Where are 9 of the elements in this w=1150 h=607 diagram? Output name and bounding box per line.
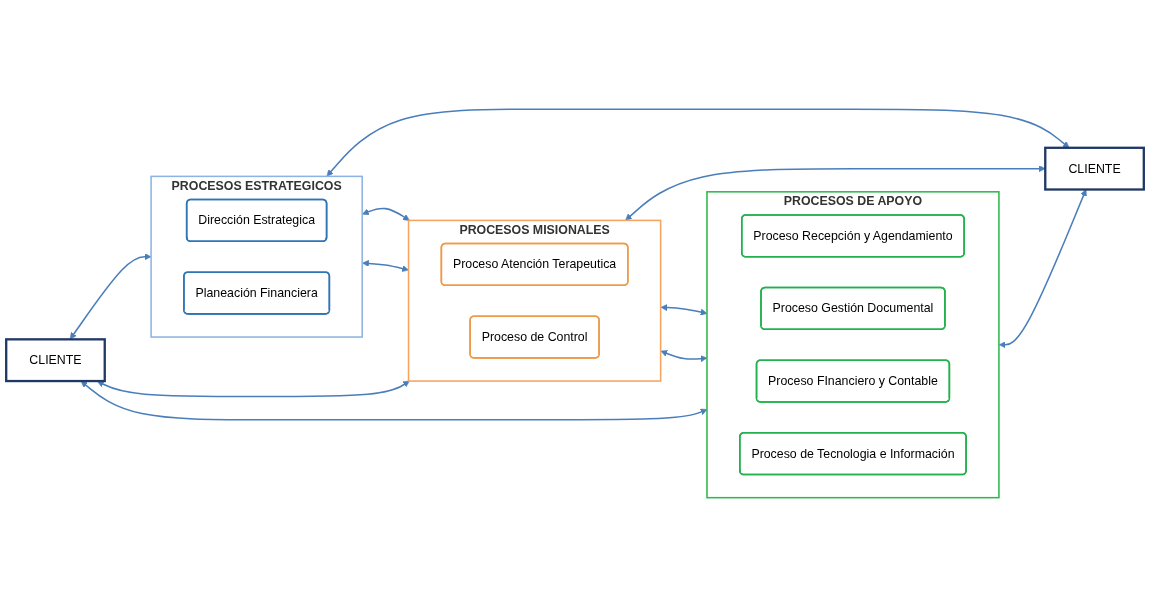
- arrow: [625, 165, 1046, 221]
- arrow: [998, 189, 1087, 349]
- node-box: CLIENTE: [1044, 146, 1145, 191]
- arrow: [326, 108, 1070, 177]
- arrow: [362, 207, 410, 221]
- arrow: [362, 260, 409, 272]
- node-box: CLIENTE: [5, 338, 106, 383]
- arrow: [69, 253, 152, 340]
- arrow: [97, 380, 410, 398]
